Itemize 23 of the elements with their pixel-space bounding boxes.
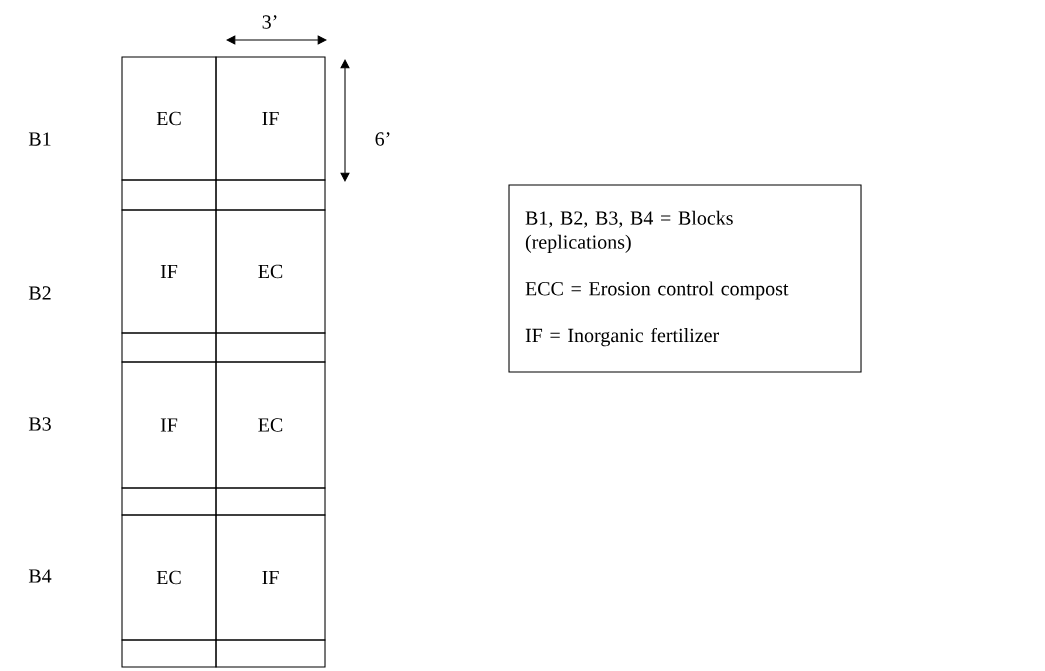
block-label: B4 [28,569,52,583]
dimension-label: 3’ [262,15,277,29]
plot-cell: EC [215,361,326,489]
strip-box [215,487,326,516]
plot-cell: EC [121,56,217,181]
plot-cell: IF [121,361,217,489]
plot-cell: EC [121,514,217,641]
strip-box [215,639,326,668]
block-label: B1 [28,132,51,146]
block-label: B2 [28,286,51,300]
legend-box: B1, B2, B3, B4 = Blocks (replications) ECC = Erosion control compost IF = Inorganic fertilizer [508,184,862,373]
strip-box [121,332,217,363]
plot-cell: IF [121,209,217,334]
block-label: B3 [28,417,51,431]
strip-box [215,179,326,211]
plot-cell: IF [215,514,326,641]
strip-box [215,332,326,363]
strip-box [121,179,217,211]
strip-box [121,639,217,668]
strip-box [121,487,217,516]
plot-cell: IF [215,56,326,181]
plot-cell: EC [215,209,326,334]
dimension-label: 6’ [375,132,390,146]
